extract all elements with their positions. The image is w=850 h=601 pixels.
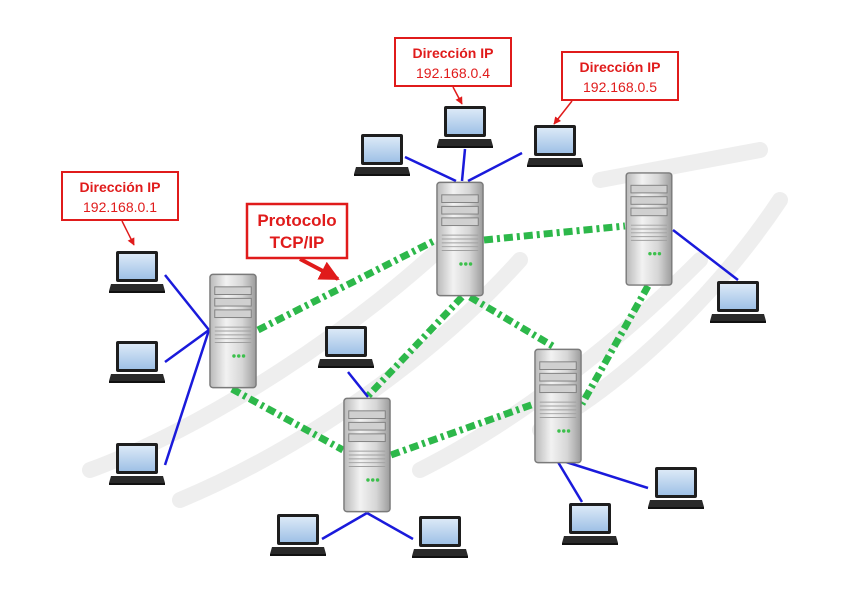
laptop-south-2: [412, 516, 468, 558]
laptop-north-2: [437, 106, 493, 148]
server-links: [230, 222, 652, 459]
laptop-southeast-1: [562, 503, 618, 545]
protocol-line-2: TCP/IP: [270, 233, 325, 252]
callout-ip-5: Dirección IP 192.168.0.5: [553, 51, 679, 125]
callout-ip-1-value: 192.168.0.1: [83, 199, 157, 215]
watermark: [82, 142, 788, 508]
callout-ip-4-title: Dirección IP: [413, 45, 494, 61]
client-link-w2: [164, 328, 210, 364]
laptop-center: [318, 326, 374, 368]
client-link-w3: [163, 329, 211, 466]
client-link-c1: [347, 371, 369, 398]
protocol-line-1: Protocolo: [257, 211, 336, 230]
laptop-east-1: [710, 281, 766, 323]
callout-ip-4-value: 192.168.0.4: [416, 65, 490, 81]
server-link-south-southeast: [389, 400, 536, 459]
protocol-arrow: [299, 257, 340, 281]
client-link-s2: [366, 511, 414, 541]
client-link-w1: [164, 274, 210, 331]
callout-ip-1-title: Dirección IP: [80, 179, 161, 195]
laptop-west-1: [109, 251, 165, 293]
server-link-north-southeast: [468, 293, 558, 352]
server-link-east-southeast: [578, 284, 652, 406]
server-link-west-north: [256, 236, 438, 334]
server-link-north-east: [483, 222, 626, 244]
laptop-southeast-2: [648, 467, 704, 509]
server-link-north-south: [364, 294, 465, 400]
server-east: [625, 172, 673, 286]
client-link-se1: [556, 461, 584, 503]
laptop-west-3: [109, 443, 165, 485]
client-link-n2: [460, 148, 467, 182]
protocol-callout: Protocolo TCP/IP: [245, 202, 349, 281]
server-link-west-south: [230, 385, 345, 454]
laptop-south-1: [270, 514, 326, 556]
client-links: [163, 148, 739, 541]
callout-ip-5-value: 192.168.0.5: [583, 79, 657, 95]
callout-ip-1: Dirección IP 192.168.0.1: [61, 171, 179, 246]
server-west: [209, 273, 257, 389]
callout-ip-4: Dirección IP 192.168.0.4: [394, 37, 512, 105]
callout-ip-5-title: Dirección IP: [580, 59, 661, 75]
client-link-e1: [672, 229, 739, 281]
laptop-north-1: [354, 134, 410, 176]
server-southeast: [534, 348, 582, 464]
laptop-west-2: [109, 341, 165, 383]
client-link-s1: [321, 511, 368, 541]
laptop-north-3: [527, 125, 583, 167]
client-link-n3: [467, 151, 523, 183]
client-link-se2: [565, 460, 649, 490]
client-link-n1: [404, 155, 457, 183]
server-south: [343, 397, 391, 513]
server-north: [436, 181, 484, 297]
